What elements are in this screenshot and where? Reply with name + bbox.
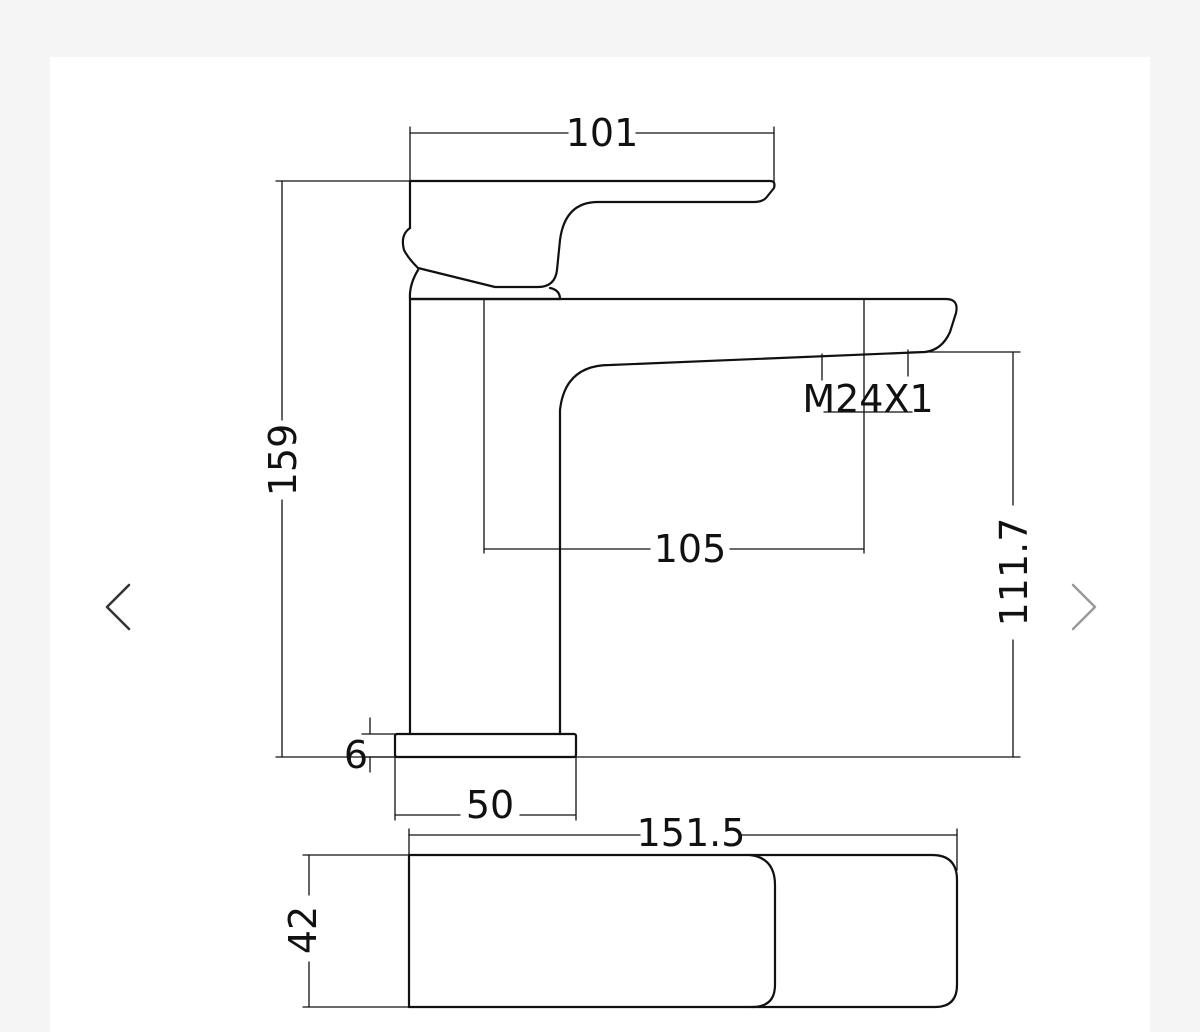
base-plate: [393, 732, 578, 759]
side-view-outline: [393, 179, 958, 759]
dim-label-base-width: 50: [466, 783, 514, 827]
dim-label-base-thickness: 6: [344, 733, 368, 777]
dim-label-spout-reach: 105: [654, 527, 727, 571]
dim-label-total-height: 159: [261, 424, 305, 497]
chevron-left-icon: [105, 583, 131, 631]
spout-body: [408, 297, 958, 736]
dim-label-spout-height: 111.7: [992, 518, 1036, 627]
previous-image-button[interactable]: [98, 582, 138, 632]
handle-knob: [401, 226, 420, 270]
dimension-lines: [275, 126, 1021, 1008]
top-view-outline: [407, 853, 959, 1009]
dim-label-top-length: 151.5: [637, 811, 746, 855]
dim-label-handle-width: 101: [566, 111, 639, 155]
chevron-right-icon: [1071, 583, 1097, 631]
handle-lever: [408, 179, 776, 289]
next-image-button[interactable]: [1064, 582, 1104, 632]
dim-label-thread: M24X1: [802, 377, 933, 421]
product-image-card: [50, 57, 1150, 1032]
dim-label-top-depth: 42: [281, 906, 325, 954]
